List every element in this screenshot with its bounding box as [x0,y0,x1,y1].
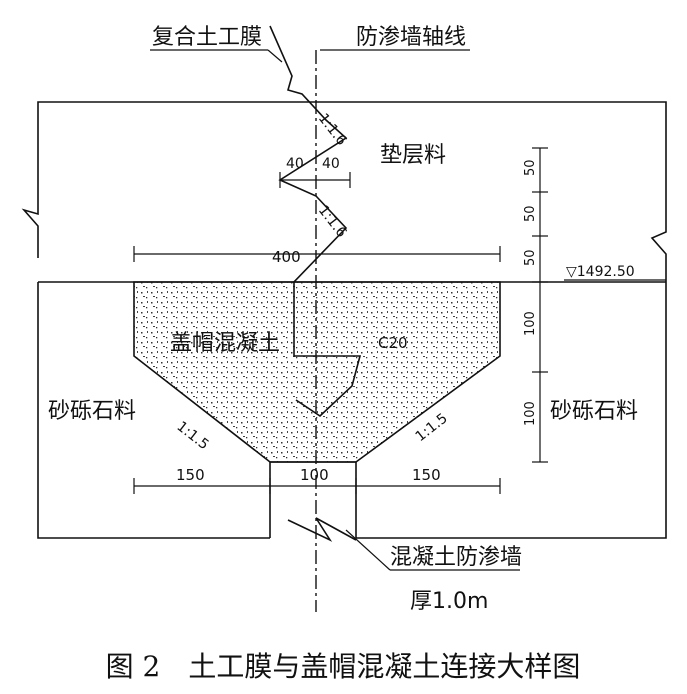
right-dim-100b: 100 [523,401,538,426]
cushion-zone-outline [21,101,667,282]
slope-upper-1: 1:1.6 [315,111,350,149]
right-dim-50c: 50 [523,249,538,266]
cap-width-dim: 400 [272,248,301,266]
wall-break-line [287,517,357,542]
wall-axis-label: 防渗墙轴线 [356,25,466,50]
right-dim-50b: 50 [523,205,538,222]
concrete-grade-label: C20 [378,334,408,352]
slope-upper-2: 1:1.6 [315,203,350,241]
gravel-left-label: 砂砾石料 [48,399,136,424]
right-dim-100a: 100 [523,311,538,336]
wall-thickness-label: 厚1.0m [410,589,488,614]
fold-dim-left: 40 [286,156,304,172]
figure-caption: 图 2 土工膜与盖帽混凝土连接大样图 [106,650,581,683]
gravel-right-label: 砂砾石料 [550,399,638,424]
wall-leader [345,529,391,571]
elevation-label: ▽1492.50 [566,264,635,280]
right-offset-dim: 150 [412,466,441,484]
cushion-material-label: 垫层料 [380,143,446,168]
cutoff-wall-label: 混凝土防渗墙 [390,545,522,570]
slope-left: 1:1.5 [174,419,212,454]
fold-dim-right: 40 [322,156,340,172]
cap-concrete-label: 盖帽混凝土 [170,331,280,356]
geomembrane-line [269,25,362,418]
wall-width-dim: 100 [300,466,329,484]
cutoff-wall [269,461,357,538]
composite-geomembrane-label: 复合土工膜 [152,25,262,50]
geomembrane-leader-arrow [267,49,283,63]
right-dim-50a: 50 [523,159,538,176]
left-offset-dim: 150 [176,466,205,484]
gravel-zone-outline [37,282,667,539]
